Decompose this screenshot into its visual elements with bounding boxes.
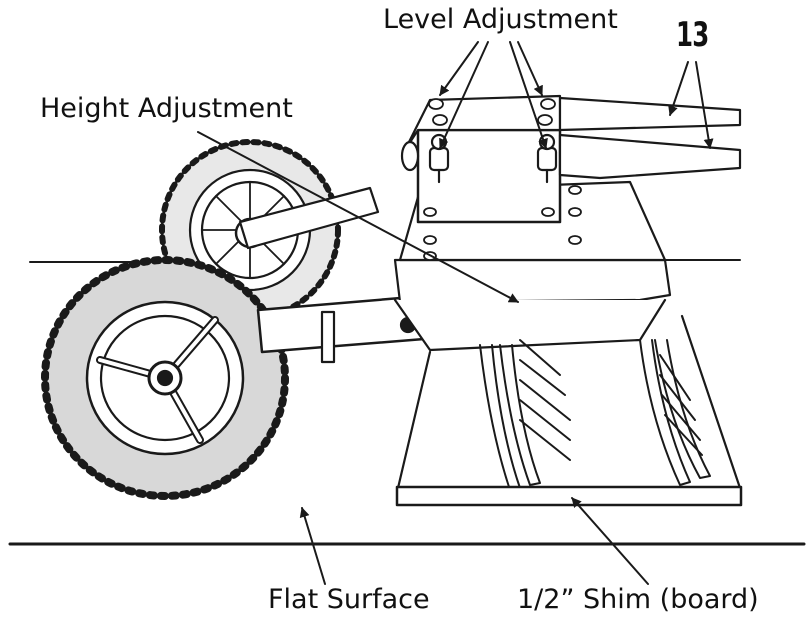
tines	[479, 339, 711, 491]
handle-tubes	[558, 96, 742, 132]
flat-surface-label: Flat Surface	[268, 584, 430, 615]
callout-arrows	[197, 41, 714, 585]
level-adjustment-label: Level Adjustment	[383, 4, 618, 35]
shim-label: 1/2” Shim (board)	[517, 584, 759, 615]
shim-guide-lines	[396, 314, 742, 490]
figure-number-label: 13	[676, 15, 709, 55]
shim-board	[395, 485, 743, 507]
front-wheel	[41, 256, 289, 500]
tiller-frame	[393, 94, 742, 352]
mounting-plate	[416, 128, 562, 224]
height-adjustment-label: Height Adjustment	[40, 93, 293, 124]
mounting-holes	[423, 98, 582, 261]
